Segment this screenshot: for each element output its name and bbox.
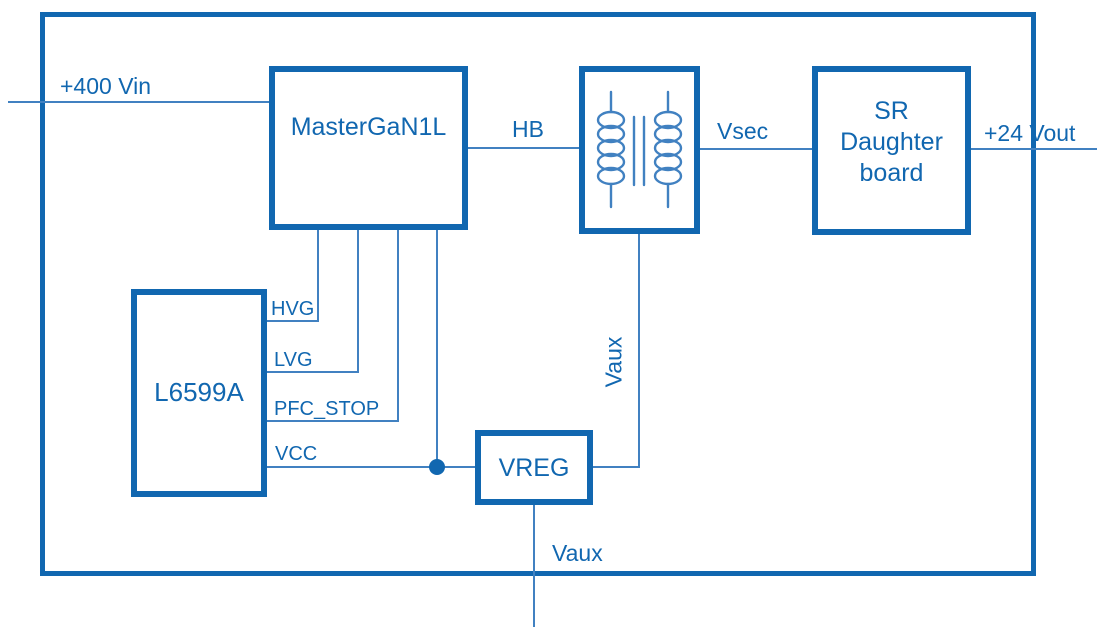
vaux-wire-vertical bbox=[638, 233, 640, 468]
vreg-label: VREG bbox=[498, 453, 570, 482]
hvg-wire-vertical bbox=[317, 229, 319, 322]
l6599a-label: L6599A bbox=[154, 377, 244, 408]
vaux-output-wire bbox=[533, 504, 535, 627]
mastergan1l-label: MasterGaN1L bbox=[290, 113, 447, 141]
vsec-label: Vsec bbox=[717, 118, 769, 144]
vsec-wire bbox=[699, 148, 813, 150]
sr-label-line1: SR bbox=[874, 97, 909, 125]
transformer-icon bbox=[596, 90, 683, 209]
sr-label-line2: Daughter bbox=[840, 128, 943, 156]
sr-daughter-board-block: SR Daughter board bbox=[812, 66, 971, 235]
pfc-stop-wire bbox=[266, 420, 399, 422]
hvg-wire bbox=[266, 320, 319, 322]
l6599a-block: L6599A bbox=[131, 289, 267, 497]
vcc-junction-dot bbox=[429, 459, 445, 475]
vcc-wire-vertical bbox=[436, 229, 438, 468]
mastergan1l-block: MasterGaN1L bbox=[269, 66, 468, 230]
vcc-wire bbox=[266, 466, 476, 468]
lvg-wire bbox=[266, 371, 359, 373]
lvg-pin-label: LVG bbox=[274, 349, 313, 371]
hb-label: HB bbox=[512, 116, 544, 142]
lvg-wire-vertical bbox=[357, 229, 359, 373]
pfc-stop-wire-vertical bbox=[397, 229, 399, 422]
vin-wire bbox=[8, 101, 270, 103]
sr-daughter-board-label: SR Daughter board bbox=[840, 72, 943, 189]
vreg-block: VREG bbox=[475, 430, 593, 505]
board-outline bbox=[40, 12, 1036, 576]
sr-label-line3: board bbox=[859, 159, 924, 187]
vin-label: +400 Vin bbox=[60, 73, 152, 99]
hvg-pin-label: HVG bbox=[271, 298, 315, 320]
vcc-pin-label: VCC bbox=[275, 443, 318, 465]
pfc-stop-pin-label: PFC_STOP bbox=[274, 398, 380, 420]
vout-label: +24 Vout bbox=[984, 120, 1076, 146]
vreg-output-wire bbox=[592, 466, 640, 468]
vout-wire bbox=[970, 148, 1097, 150]
vaux-transformer-label: Vaux bbox=[600, 336, 627, 388]
vaux-output-label: Vaux bbox=[552, 540, 603, 566]
hb-wire bbox=[466, 147, 580, 149]
transformer-block bbox=[579, 66, 700, 234]
